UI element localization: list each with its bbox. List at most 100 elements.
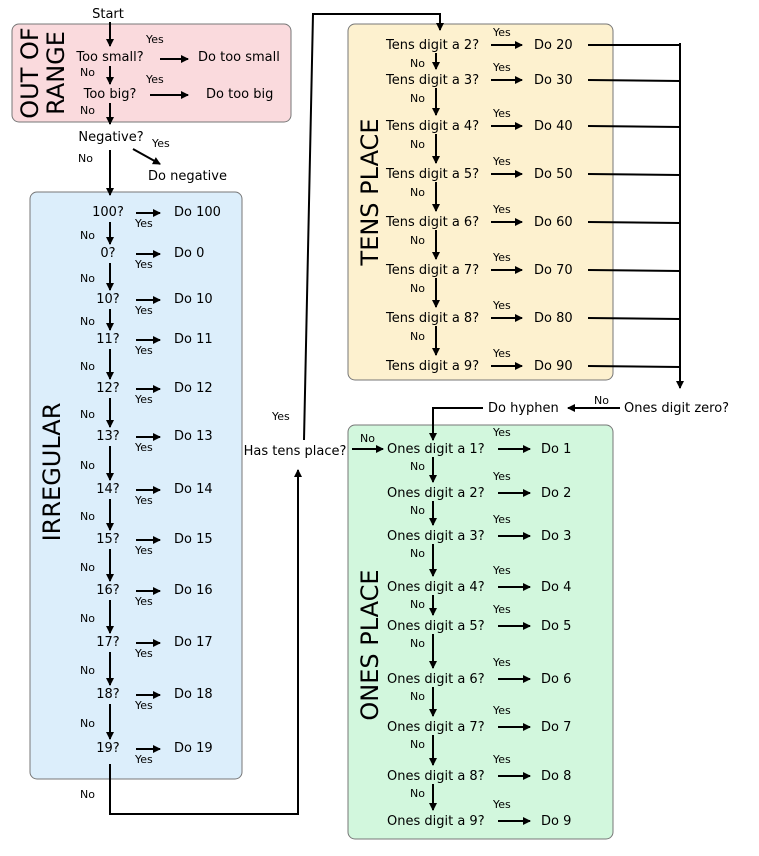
irregular-question: 10?: [96, 292, 119, 307]
tens-connector: [587, 221, 681, 224]
out-of-range-title-line2: RANGE: [42, 31, 70, 115]
ones-no-label: No: [410, 738, 425, 751]
ones-yes-label: Yes: [492, 564, 511, 577]
tens-no-label: No: [410, 282, 425, 295]
irregular-question: 18?: [96, 687, 119, 702]
irregular-question: 13?: [96, 429, 119, 444]
ones-no-label: No: [410, 690, 425, 703]
ones-no-label: No: [410, 504, 425, 517]
tens-connector: [587, 125, 681, 128]
tens-question: Tens digit a 4?: [385, 119, 479, 134]
tens-action: Do 30: [534, 73, 573, 88]
ones-zero-no: No: [594, 394, 609, 407]
tens-yes-label: Yes: [492, 251, 511, 264]
tens-action: Do 60: [534, 215, 573, 230]
irregular-no-label: No: [80, 408, 95, 421]
ones-action: Do 9: [541, 814, 571, 829]
ones-yes-label: Yes: [492, 798, 511, 811]
tens-connector: [587, 79, 681, 82]
tens-no-label: No: [410, 330, 425, 343]
irregular-no-label: No: [80, 717, 95, 730]
ones-action: Do 7: [541, 720, 571, 735]
irregular-no-label: No: [80, 272, 95, 285]
ones-question: Ones digit a 1?: [387, 442, 485, 457]
tens-no-label: No: [410, 186, 425, 199]
tens-no-label: No: [410, 92, 425, 105]
tens-connector: [587, 317, 681, 320]
irregular-yes-label: Yes: [134, 344, 153, 357]
too-big-no: No: [80, 104, 95, 117]
too-small-question: Too small?: [75, 50, 143, 65]
tens-yes-label: Yes: [492, 347, 511, 360]
irregular-yes-label: Yes: [134, 304, 153, 317]
tens-action: Do 20: [534, 38, 573, 53]
tens-connector: [587, 365, 681, 368]
irregular-action: Do 10: [174, 292, 213, 307]
ones-zero-question: Ones digit zero?: [624, 401, 729, 416]
tens-question: Tens digit a 7?: [385, 263, 479, 278]
irregular-title: IRREGULAR: [38, 403, 66, 542]
tens-action: Do 70: [534, 263, 573, 278]
ones-yes-label: Yes: [492, 470, 511, 483]
ones-question: Ones digit a 7?: [387, 720, 485, 735]
tens-yes-label: Yes: [492, 26, 511, 39]
tens-action: Do 90: [534, 359, 573, 374]
irregular-action: Do 100: [174, 205, 221, 220]
irregular-action: Do 12: [174, 381, 213, 396]
irregular-yes-label: Yes: [134, 544, 153, 557]
tens-action: Do 40: [534, 119, 573, 134]
irregular-yes-label: Yes: [134, 441, 153, 454]
too-small-yes: Yes: [145, 33, 164, 46]
tens-no-label: No: [410, 138, 425, 151]
do-negative-action: Do negative: [148, 169, 227, 184]
out-of-range-title-line1: OUT OF: [16, 27, 44, 118]
irregular-no-label: No: [80, 664, 95, 677]
irregular-yes-label: Yes: [134, 393, 153, 406]
too-big-question: Too big?: [83, 87, 137, 102]
irregular-yes-label: Yes: [134, 494, 153, 507]
irregular-action: Do 18: [174, 687, 213, 702]
ones-action: Do 1: [541, 442, 571, 457]
irregular-yes-label: Yes: [134, 699, 153, 712]
negative-yes: Yes: [151, 137, 170, 150]
ones-question: Ones digit a 5?: [387, 619, 485, 634]
tens-action: Do 80: [534, 311, 573, 326]
ones-action: Do 3: [541, 529, 571, 544]
start-label: Start: [92, 7, 124, 22]
tens-no-label: No: [410, 234, 425, 247]
ones-yes-label: Yes: [492, 513, 511, 526]
irregular-no-label: No: [80, 561, 95, 574]
ones-yes-label: Yes: [492, 426, 511, 439]
irregular-question: 100?: [92, 205, 124, 220]
tens-question: Tens digit a 5?: [385, 167, 479, 182]
irregular-action: Do 16: [174, 583, 213, 598]
ones-question: Ones digit a 9?: [387, 814, 485, 829]
irregular-action: Do 11: [174, 332, 213, 347]
irregular-no-label: No: [80, 510, 95, 523]
ones-place-nodes: Ones digit a 1? Yes Do 1 No Ones digit a 2? Y…: [387, 426, 571, 829]
ones-action: Do 4: [541, 580, 571, 595]
ones-action: Do 6: [541, 672, 571, 687]
irregular-action: Do 13: [174, 429, 213, 444]
irregular-no-label: No: [80, 459, 95, 472]
ones-yes-label: Yes: [492, 753, 511, 766]
tens-place-box: [347, 23, 614, 381]
irregular-question: 0?: [100, 246, 115, 261]
ones-no-label: No: [410, 547, 425, 560]
tens-yes-label: Yes: [492, 107, 511, 120]
tens-place-title: TENS PLACE: [356, 119, 384, 267]
do-too-small-action: Do too small: [198, 50, 280, 65]
too-small-no: No: [80, 66, 95, 79]
irregular-yes-label: Yes: [134, 753, 153, 766]
has-tens-yes: Yes: [271, 410, 290, 423]
has-tens-no: No: [360, 432, 375, 445]
ones-question: Ones digit a 2?: [387, 486, 485, 501]
irregular-action: Do 14: [174, 482, 213, 497]
ones-question: Ones digit a 3?: [387, 529, 485, 544]
has-tens-question: Has tens place?: [244, 444, 347, 459]
ones-action: Do 8: [541, 769, 571, 784]
tens-connector: [587, 269, 681, 272]
tens-yes-label: Yes: [492, 203, 511, 216]
irregular-question: 15?: [96, 532, 119, 547]
